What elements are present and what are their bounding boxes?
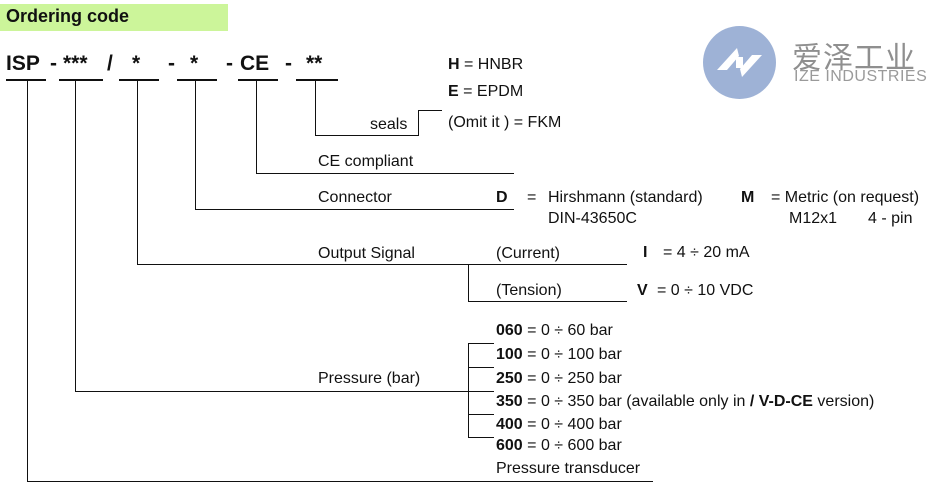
hline-ce xyxy=(256,173,514,174)
vline-seals xyxy=(315,80,316,136)
vline-ce xyxy=(256,80,257,174)
hline-tension xyxy=(468,301,627,302)
pressure-tick xyxy=(468,343,494,344)
connector-metric: = Metric (on request) xyxy=(771,189,920,206)
seal-option-e: E = EPDM xyxy=(448,83,524,100)
vline-connector xyxy=(195,80,196,210)
pressure-option: 400 = 0 ÷ 400 bar xyxy=(496,416,622,433)
hline-connector xyxy=(195,209,514,210)
pressure-label: Pressure (bar) xyxy=(318,370,421,387)
pressure-tick xyxy=(468,367,494,368)
pressure-option: 350 = 0 ÷ 350 bar (available only in / V… xyxy=(496,393,875,410)
seal-option-h: H = HNBR xyxy=(448,56,524,73)
pressure-tick xyxy=(468,391,494,392)
code-sep: - xyxy=(285,52,292,75)
pressure-option: 100 = 0 ÷ 100 bar xyxy=(496,346,622,363)
underline-pressure xyxy=(59,79,103,81)
seals-label: seals xyxy=(370,116,408,133)
connector-din: DIN-43650C xyxy=(548,210,637,227)
pressure-option: 600 = 0 ÷ 600 bar xyxy=(496,437,622,454)
output-code-i: I xyxy=(643,244,648,261)
code-part-pressure: *** xyxy=(63,52,88,75)
connector-pin: 4 - pin xyxy=(868,210,913,227)
code-sep: / xyxy=(107,52,113,75)
page-title: Ordering code xyxy=(6,6,130,26)
underline-ce xyxy=(238,79,278,81)
code-sep: - xyxy=(168,52,175,75)
connector-eq: = xyxy=(527,189,537,206)
hline-output xyxy=(137,264,627,265)
code-part-isp: ISP xyxy=(6,52,40,75)
pressure-bracket xyxy=(468,343,469,438)
output-bracket xyxy=(468,264,469,302)
logo-text-en: IZE INDUSTRIES xyxy=(794,68,928,85)
logo-text-cn: 爱泽工业 xyxy=(792,42,916,75)
vline-pressure xyxy=(75,80,76,392)
output-current-label: (Current) xyxy=(496,245,561,262)
underline-seals xyxy=(296,79,338,81)
pressure-option: 060 = 0 ÷ 60 bar xyxy=(496,322,613,339)
logo-mark-icon xyxy=(703,26,776,99)
underline-output xyxy=(119,79,159,81)
code-part-seals: ** xyxy=(306,52,323,75)
hline-pressure xyxy=(75,391,469,392)
connector-code-m: M xyxy=(741,189,755,206)
seals-bracket-top xyxy=(418,110,442,111)
underline-connector xyxy=(177,79,217,81)
output-tension-value: = 0 ÷ 10 VDC xyxy=(657,282,754,299)
pressure-tick xyxy=(468,414,494,415)
underline-isp xyxy=(6,79,46,81)
vline-output xyxy=(137,80,138,265)
title-banner xyxy=(0,4,228,31)
connector-code-d: D xyxy=(496,189,508,206)
pressure-option: 250 = 0 ÷ 250 bar xyxy=(496,370,622,387)
code-part-ce: CE xyxy=(240,52,270,75)
code-sep: - xyxy=(226,52,233,75)
seals-bracket xyxy=(418,110,419,136)
connector-m12: M12x1 xyxy=(789,210,838,227)
transducer-label: Pressure transducer xyxy=(496,460,641,477)
connector-label: Connector xyxy=(318,189,392,206)
pressure-tick xyxy=(468,437,494,438)
output-label: Output Signal xyxy=(318,245,415,262)
seal-option-fkm: (Omit it ) = FKM xyxy=(448,114,562,131)
code-part-output: * xyxy=(132,52,141,75)
output-code-v: V xyxy=(637,282,648,299)
output-tension-label: (Tension) xyxy=(496,282,562,299)
code-sep: - xyxy=(50,52,57,75)
connector-hirshmann: Hirshmann (standard) xyxy=(548,189,703,206)
code-part-connector: * xyxy=(190,52,199,75)
hline-seals xyxy=(315,135,419,136)
ce-label: CE compliant xyxy=(318,153,414,170)
output-current-value: = 4 ÷ 20 mA xyxy=(663,244,750,261)
hline-transducer xyxy=(27,481,653,482)
vline-transducer xyxy=(27,80,28,482)
